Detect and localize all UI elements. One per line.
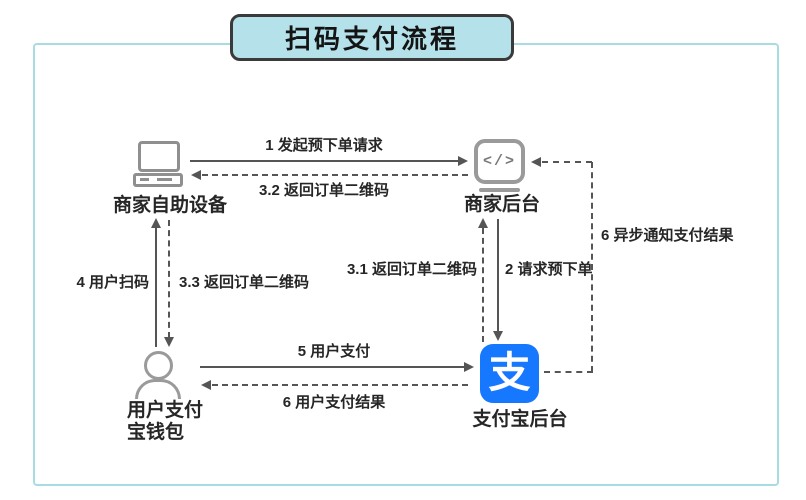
arrowhead-right-icon bbox=[464, 362, 474, 372]
code-glyph: </> bbox=[482, 153, 516, 170]
node-merchant-backend-label: 商家后台 bbox=[463, 194, 540, 215]
arrowhead-left-icon bbox=[191, 170, 201, 180]
arrowhead-down-icon bbox=[493, 331, 503, 341]
person-icon bbox=[144, 351, 173, 380]
desktop-computer-icon bbox=[133, 173, 183, 187]
node-device-label: 商家自助设备 bbox=[112, 195, 227, 216]
arrowhead-up-icon bbox=[151, 218, 161, 228]
edge-6-label: 6 用户支付结果 bbox=[282, 394, 386, 411]
edge-line bbox=[200, 366, 468, 368]
edge-line bbox=[591, 162, 593, 372]
edge-line bbox=[155, 228, 157, 347]
arrowhead-down-icon bbox=[164, 337, 174, 347]
node-alipay-backend-label: 支付宝后台 bbox=[472, 409, 568, 430]
edge-line bbox=[212, 384, 468, 386]
alipay-logo-icon: 支 bbox=[480, 344, 539, 403]
edge-1-label: 1 发起预下单请求 bbox=[265, 137, 383, 154]
edge-3-3-label: 3.3 返回订单二维码 bbox=[179, 274, 310, 291]
desktop-computer-icon bbox=[140, 178, 149, 181]
edge-line bbox=[202, 174, 468, 176]
edge-3-1-label: 3.1 返回订单二维码 bbox=[346, 261, 477, 278]
edge-line bbox=[482, 228, 484, 342]
desktop-computer-icon bbox=[138, 141, 180, 172]
arrowhead-left-icon bbox=[201, 380, 211, 390]
edge-line bbox=[168, 220, 170, 338]
diagram-title: 扫码支付流程 bbox=[230, 14, 514, 61]
edge-line bbox=[497, 219, 499, 332]
edge-6-async-label: 6 异步通知支付结果 bbox=[601, 227, 734, 244]
arrowhead-left-icon bbox=[531, 157, 541, 167]
edge-line bbox=[542, 161, 592, 163]
code-window-icon bbox=[479, 188, 520, 192]
node-user-wallet-label-line2: 宝钱包 bbox=[127, 422, 185, 443]
arrowhead-right-icon bbox=[458, 156, 468, 166]
edge-line bbox=[190, 160, 462, 162]
edge-5-label: 5 用户支付 bbox=[297, 343, 371, 360]
node-user-wallet-label: 用户支付 宝钱包 bbox=[127, 400, 203, 444]
desktop-computer-icon bbox=[157, 178, 172, 181]
diagram-title-text: 扫码支付流程 bbox=[284, 24, 459, 54]
edge-3-2-label: 3.2 返回订单二维码 bbox=[258, 182, 390, 199]
edge-2-label: 2 请求预下单 bbox=[505, 261, 593, 278]
arrowhead-up-icon bbox=[478, 218, 488, 228]
edge-line bbox=[544, 371, 593, 373]
code-window-icon: </> bbox=[474, 139, 525, 184]
alipay-logo-glyph: 支 bbox=[488, 348, 531, 396]
node-user-wallet-label-line1: 用户支付 bbox=[127, 400, 204, 421]
edge-4-label: 4 用户扫码 bbox=[76, 274, 149, 291]
